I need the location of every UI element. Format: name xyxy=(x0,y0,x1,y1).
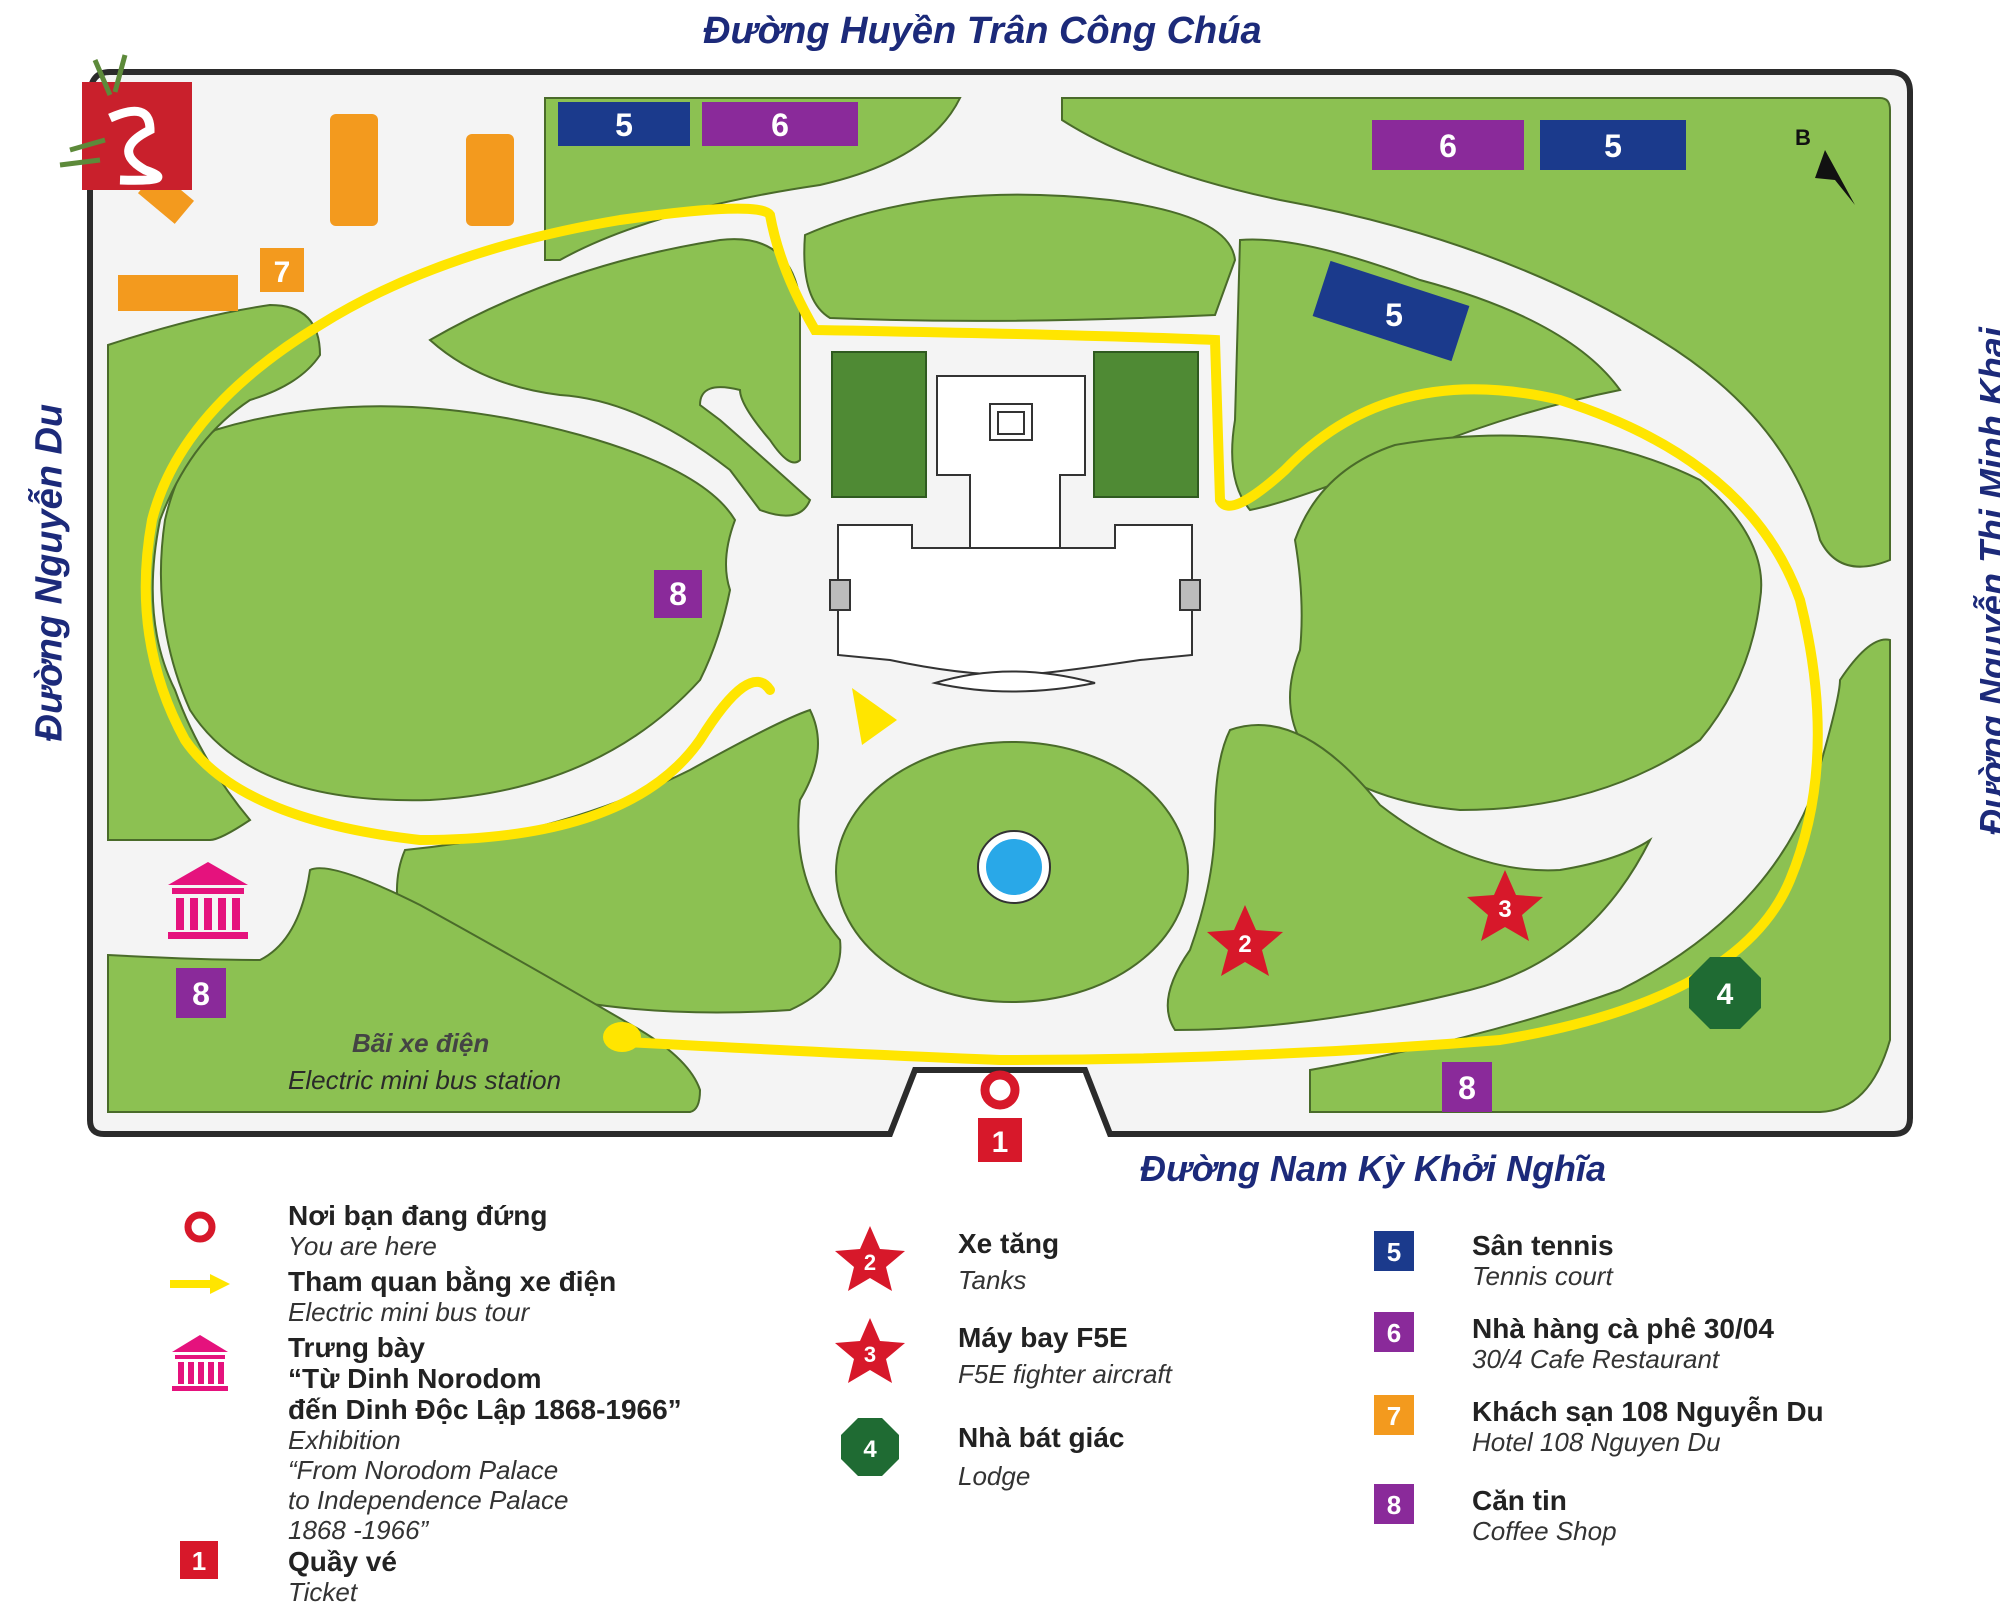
canteen-bottom-right xyxy=(1442,1062,1492,1112)
bus-station-label-vi: Bãi xe điện xyxy=(352,1028,490,1058)
marker-canteen-2: 8 xyxy=(192,976,210,1012)
street-right: Đường Nguyễn Thị Minh Khai xyxy=(1972,327,2000,835)
hotel-buildings xyxy=(118,114,514,311)
tennis-court-angled xyxy=(1312,260,1470,362)
legend-aircraft-star-icon xyxy=(835,1318,905,1383)
tour-arrow-head xyxy=(852,688,897,745)
lawn-left-edge xyxy=(107,303,322,841)
svg-text:1: 1 xyxy=(192,1546,206,1576)
aircraft-star-icon xyxy=(1467,870,1543,941)
street-top: Đường Huyền Trân Công Chúa xyxy=(703,10,1262,52)
marker-cafe-2: 6 xyxy=(1439,128,1457,164)
fountain-water xyxy=(986,839,1042,895)
tennis-block-top-left xyxy=(558,102,690,146)
svg-text:3: 3 xyxy=(864,1342,876,1367)
marker-hotel xyxy=(260,248,304,292)
marker-tennis-3: 5 xyxy=(1385,297,1403,333)
tour-route-line xyxy=(140,203,1823,1066)
marker-lodge-text: 4 xyxy=(1717,978,1734,1011)
legend-cafe-icon xyxy=(1374,1312,1414,1352)
legend-lodge: Nhà bát giác Lodge xyxy=(958,1422,1125,1491)
svg-text:6: 6 xyxy=(1387,1318,1401,1348)
legend-aircraft: Máy bay F5E F5E fighter aircraft xyxy=(958,1322,1172,1389)
lawn-bottom-left xyxy=(107,867,702,1113)
legend-canteen: Căn tin Coffee Shop xyxy=(1472,1485,1617,1546)
marker-tennis-1: 5 xyxy=(615,107,633,143)
svg-text:2: 2 xyxy=(864,1250,876,1275)
tank-star-icon xyxy=(1207,905,1283,976)
cafe-block-top-right xyxy=(1372,120,1524,170)
ticket-marker xyxy=(978,1118,1022,1162)
legend-exhibition-icon xyxy=(172,1335,228,1391)
palace-garden-left xyxy=(831,351,927,498)
svg-text:4: 4 xyxy=(863,1436,877,1463)
svg-text:5: 5 xyxy=(1387,1237,1401,1267)
lawns xyxy=(107,97,1891,1113)
marker-cafe-1: 6 xyxy=(771,107,789,143)
palace-building xyxy=(829,351,1201,693)
legend-lodge-octagon-icon xyxy=(841,1418,899,1476)
marker-canteen-3: 8 xyxy=(1458,1070,1476,1106)
legend-tennis: Sân tennis Tennis court xyxy=(1472,1230,1614,1291)
cafe-block-top-left xyxy=(702,102,858,146)
street-bottom: Đường Nam Kỳ Khởi Nghĩa xyxy=(1140,1148,1607,1189)
watermark-logo xyxy=(59,54,192,190)
you-are-here-icon xyxy=(980,1070,1020,1110)
legend-hotel: Khách sạn 108 Nguyễn Du Hotel 108 Nguyen… xyxy=(1472,1396,1824,1457)
legend-tanks: Xe tăng Tanks xyxy=(958,1228,1060,1295)
svg-text:8: 8 xyxy=(1387,1490,1401,1520)
legend-cafe: Nhà hàng cà phê 30/04 30/4 Cafe Restaura… xyxy=(1472,1313,1774,1374)
marker-canteen-1: 8 xyxy=(669,576,687,612)
bus-station-label-en: Electric mini bus station xyxy=(288,1065,562,1095)
north-arrow-icon: B xyxy=(1795,125,1855,205)
lawn-right-oval xyxy=(1289,434,1763,812)
lawn-center-right xyxy=(1166,724,1653,1032)
bus-station-marker xyxy=(603,1022,641,1052)
legend-hotel-icon xyxy=(1374,1395,1414,1435)
exhibition-icon xyxy=(168,862,248,939)
lawn-upper-left xyxy=(428,238,812,517)
legend-you-are-here: Nơi bạn đang đứng You are here xyxy=(288,1200,548,1261)
marker-aircraft-text: 3 xyxy=(1498,896,1511,923)
legend-ticket-icon xyxy=(180,1541,218,1579)
marker-tank-text: 2 xyxy=(1238,931,1251,958)
canteen-center-left xyxy=(654,570,702,618)
legend-arrow-icon xyxy=(170,1274,230,1294)
street-left: Đường Nguyễn Du xyxy=(28,403,71,742)
svg-text:B: B xyxy=(1795,125,1811,150)
svg-text:7: 7 xyxy=(1387,1401,1401,1431)
lodge-octagon-icon xyxy=(1689,957,1761,1029)
lawn-top-center xyxy=(803,193,1237,322)
marker-ticket-text: 1 xyxy=(992,1126,1009,1159)
legend-you-are-here-icon xyxy=(184,1211,216,1243)
palace-garden-right xyxy=(1093,351,1199,498)
legend-tennis-icon xyxy=(1374,1231,1414,1271)
marker-tennis-2: 5 xyxy=(1604,128,1622,164)
legend-tank-star-icon xyxy=(835,1226,905,1291)
legend-bus-tour: Tham quan bằng xe điện Electric mini bus… xyxy=(288,1266,617,1327)
legend-ticket: Quầy vé Ticket xyxy=(288,1546,397,1607)
legend-exhibition: Trưng bày “Từ Dinh Norodom đến Dinh Độc … xyxy=(288,1332,682,1545)
marker-hotel-text: 7 xyxy=(274,256,291,289)
canteen-bottom-left xyxy=(176,968,226,1018)
legend-canteen-icon xyxy=(1374,1484,1414,1524)
tennis-block-top-right xyxy=(1540,120,1686,170)
lawn-left-oval xyxy=(159,405,737,802)
lawn-top-right xyxy=(1061,97,1891,568)
